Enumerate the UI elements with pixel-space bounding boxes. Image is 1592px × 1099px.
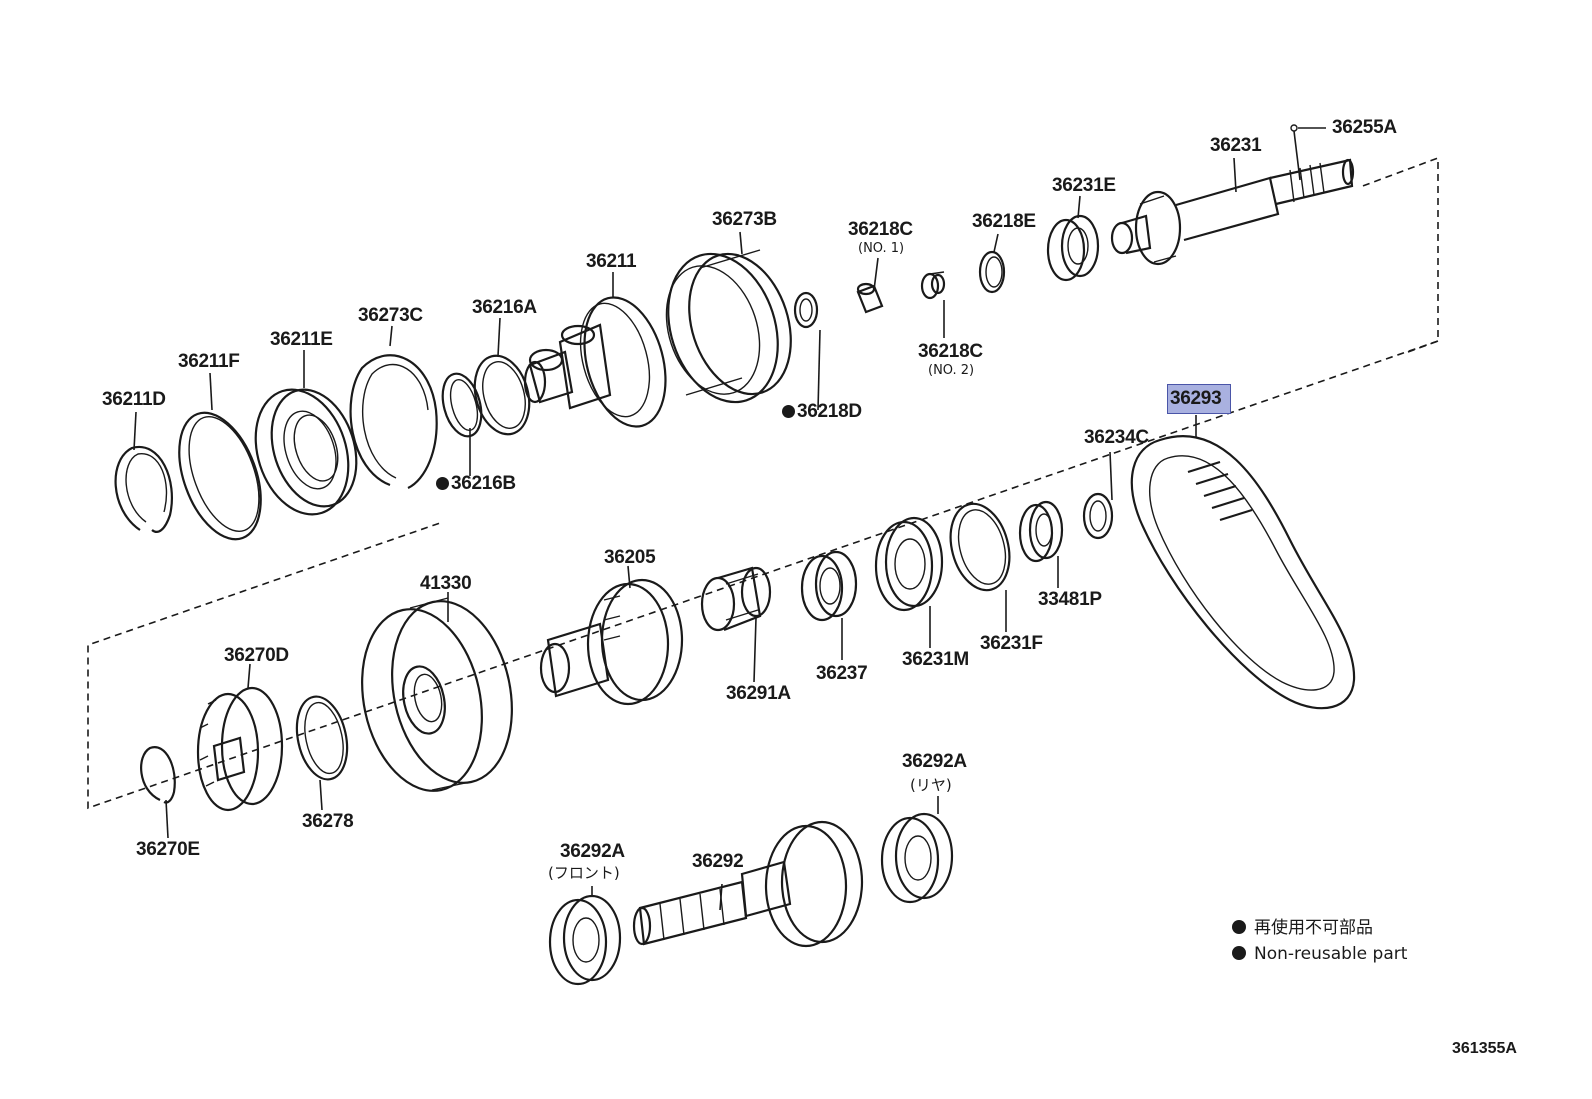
part-36291A-needle-bearing <box>700 566 772 632</box>
part-36273B-drum <box>665 249 792 404</box>
legend-en-text: Non-reusable part <box>1254 944 1408 964</box>
label-36278[interactable]: 36278 <box>302 811 354 832</box>
label-36273C[interactable]: 36273C <box>358 305 423 326</box>
part-36205-gear <box>539 578 684 706</box>
label-36211[interactable]: 36211 <box>586 251 637 272</box>
part-36231M-bearing <box>874 516 944 612</box>
label-36234C[interactable]: 36234C <box>1084 427 1149 448</box>
label-36218C-no1-note: (NO. 1) <box>858 241 905 256</box>
label-36255A[interactable]: 36255A <box>1332 117 1397 138</box>
label-36292A-rear[interactable]: 36292A <box>902 751 967 772</box>
part-36211-hub <box>523 296 667 428</box>
part-36211F-ring <box>178 411 262 541</box>
highlight-36293 <box>1167 384 1231 414</box>
label-36270E[interactable]: 36270E <box>136 839 200 860</box>
non-reusable-dot-icon <box>782 405 795 418</box>
label-36211D[interactable]: 36211D <box>102 389 166 410</box>
label-36231F[interactable]: 36231F <box>980 633 1043 654</box>
label-36211E[interactable]: 36211E <box>270 329 333 350</box>
non-reusable-dot-icon <box>1232 946 1246 960</box>
non-reusable-dot-icon <box>436 477 449 490</box>
label-36291A[interactable]: 36291A <box>726 683 791 704</box>
part-36234C-washer <box>1082 492 1114 540</box>
label-36216B[interactable]: 36216B <box>436 474 516 493</box>
label-36237[interactable]: 36237 <box>816 663 868 684</box>
label-36231E[interactable]: 36231E <box>1052 175 1116 196</box>
label-36218C-no2[interactable]: 36218C <box>918 341 983 362</box>
label-36292A-front-note: (フロント) <box>548 864 620 882</box>
assembly-boundary-line-lower <box>87 340 1439 810</box>
part-36292A-front-bearing <box>548 894 622 986</box>
part-36218D-washer <box>793 291 819 329</box>
part-33481P-seal <box>1018 500 1064 563</box>
legend-non-reusable-en: Non-reusable part <box>1232 946 1407 963</box>
part-36218C-no1 <box>856 282 884 314</box>
label-36270D[interactable]: 36270D <box>224 645 289 666</box>
label-36205[interactable]: 36205 <box>604 547 656 568</box>
part-36216B-ring <box>441 372 483 438</box>
diagram-code: 361355A <box>1452 1040 1517 1057</box>
part-36231E-bearing <box>1046 214 1100 282</box>
label-36273B[interactable]: 36273B <box>712 209 777 230</box>
label-36218D[interactable]: 36218D <box>782 402 862 421</box>
label-36231[interactable]: 36231 <box>1210 135 1262 156</box>
part-41330-drum <box>361 597 513 792</box>
assembly-boundary-line <box>1359 156 1439 353</box>
part-36231F-ring <box>949 502 1011 592</box>
label-36218E[interactable]: 36218E <box>972 211 1036 232</box>
part-36270D-clutch-hub <box>196 686 284 812</box>
label-36216A[interactable]: 36216A <box>472 297 537 318</box>
non-reusable-dot-icon <box>1232 920 1246 934</box>
part-36218C-no2 <box>920 271 946 300</box>
part-36218E-ring <box>978 250 1006 294</box>
label-36231M[interactable]: 36231M <box>902 649 969 670</box>
label-36292A-rear-note: (リヤ) <box>910 776 952 794</box>
label-36218D-text: 36218D <box>797 401 862 422</box>
part-36216A-ring <box>473 354 531 436</box>
label-36293[interactable]: 36293 <box>1170 388 1222 409</box>
part-36270E-snap-ring <box>140 746 176 804</box>
part-36293-chain <box>1130 434 1356 710</box>
label-33481P[interactable]: 33481P <box>1038 589 1102 610</box>
part-36211E-bearing <box>254 388 358 516</box>
label-41330[interactable]: 41330 <box>420 573 472 594</box>
label-36216B-text: 36216B <box>451 473 516 494</box>
label-36292[interactable]: 36292 <box>692 851 744 872</box>
part-36292-shaft <box>632 820 864 948</box>
part-36237-hub <box>800 550 858 622</box>
part-36273C-ring <box>349 354 438 489</box>
part-36278-ring <box>295 695 349 781</box>
label-36218C-no1[interactable]: 36218C <box>848 219 913 240</box>
label-36292A-front[interactable]: 36292A <box>560 841 625 862</box>
label-36218C-no2-note: (NO. 2) <box>928 363 975 378</box>
legend-jp-text: 再使用不可部品 <box>1254 918 1373 938</box>
legend-non-reusable-jp: 再使用不可部品 <box>1232 920 1373 937</box>
label-36211F[interactable]: 36211F <box>178 351 240 372</box>
part-36292A-rear-bearing <box>880 812 954 904</box>
part-36231-shaft <box>1110 158 1355 266</box>
part-36211D-snap-ring <box>114 445 173 533</box>
leader-lines <box>133 124 1326 911</box>
